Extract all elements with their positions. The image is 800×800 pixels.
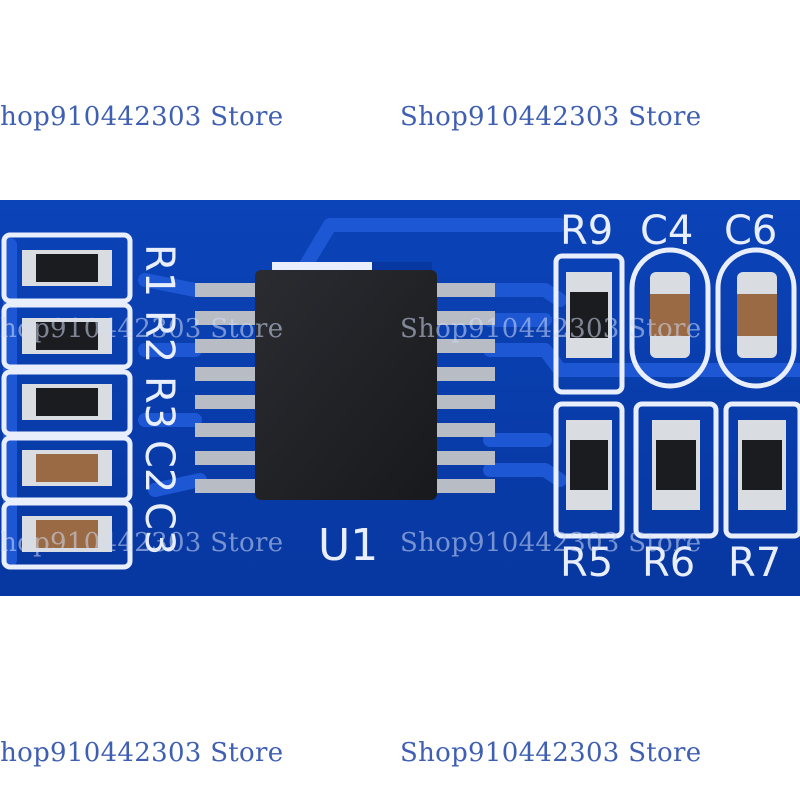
silk-label-c6: C6 (724, 208, 778, 254)
watermark-mid-right: Shop910442303 Store (400, 314, 702, 344)
pcb-traces (3, 218, 800, 567)
silk-label-c4: C4 (640, 208, 694, 254)
chip-u1-body (255, 270, 437, 500)
watermark-bottom-right: Shop910442303 Store (400, 738, 702, 768)
right-bottom-parts (566, 420, 786, 510)
watermark-low-left: Shop910442303 Store (0, 528, 284, 558)
silk-label-c2: C2 (136, 440, 182, 494)
silk-label-r1: R1 (136, 244, 182, 298)
right-top-outlines (553, 247, 797, 395)
silk-label-r6: R6 (642, 540, 696, 586)
chip-label-u1: U1 (318, 520, 379, 571)
right-bottom-outlines (553, 401, 800, 539)
watermark-top-left: Shop910442303 Store (0, 102, 284, 132)
left-resistor-outlines (1, 232, 133, 570)
watermark-low-right: Shop910442303 Store (400, 528, 702, 558)
left-silk-labels: R1 R2 R3 C2 C3 (130, 240, 186, 570)
chip-pins-left (195, 283, 255, 493)
silk-label-r5: R5 (560, 540, 614, 586)
silk-label-r9: R9 (560, 208, 614, 254)
silk-label-r3: R3 (136, 376, 182, 430)
watermark-mid-left: Shop910442303 Store (0, 314, 284, 344)
watermark-top-right: Shop910442303 Store (400, 102, 702, 132)
chip-pins-right (435, 283, 495, 493)
left-smd-parts (22, 250, 112, 552)
right-top-parts (566, 272, 777, 358)
watermark-bottom-left: Shop910442303 Store (0, 738, 284, 768)
silk-label-r7: R7 (728, 540, 782, 586)
